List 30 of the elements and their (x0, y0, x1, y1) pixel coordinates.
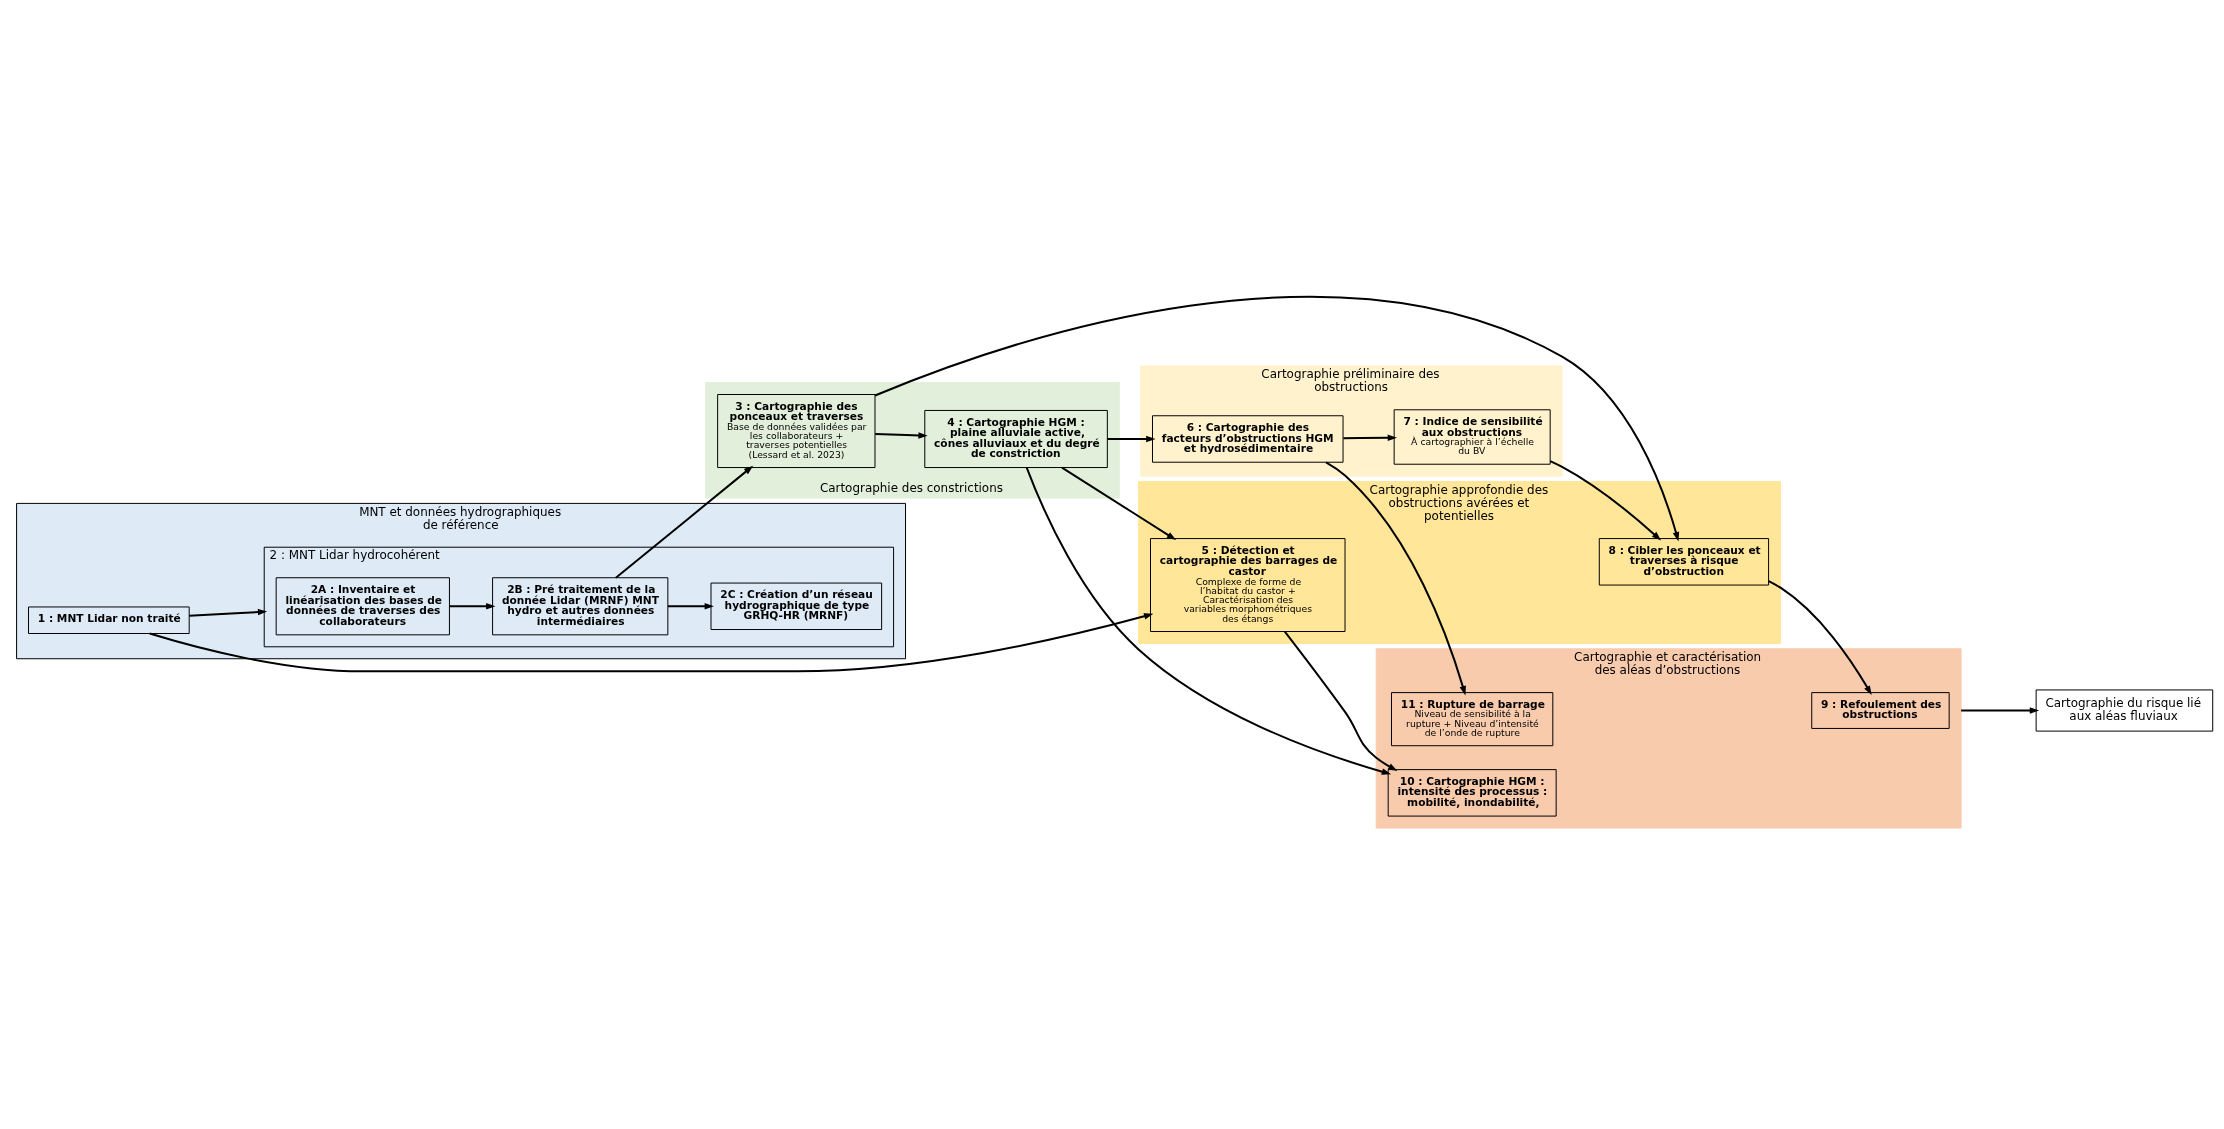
node-box: 7 : Indice de sensibilité aux obstructions À cartographier à l’échelle du BV (1393, 408, 1551, 465)
arrow (448, 602, 496, 610)
arrow (874, 295, 1680, 541)
arrow (1106, 435, 1156, 442)
node-box: 2A : Inventaire et linéarisation des bases de données de traverses des collaborateurs (275, 576, 450, 635)
node-box: 6 : Cartographie des facteurs d’obstructions HGM et hydrosédimentaire (1152, 414, 1344, 463)
node-box: 5 : Détection et cartographie des barrages de castor Complexe de forme de l’habitat du castor + Caractérisation des variables morphométriques des étangs (1150, 537, 1346, 632)
arrow (1342, 434, 1397, 441)
node-box: 3 : Cartographie des ponceaux et traverses Base de données validées par les collaborateurs + traverses potentielles (Lessard et al. 2023) (717, 393, 876, 468)
arrow (1960, 706, 2040, 714)
node-box: 9 : Refoulement des obstructions (1811, 691, 1950, 729)
node-box: 4 : Cartographie HGM : plaine alluviale active, cônes alluviaux et du degré de constriction (924, 409, 1108, 468)
arrow (666, 602, 714, 610)
arrow (1060, 466, 1177, 540)
arrow (874, 431, 928, 439)
node-box: 11 : Rupture de barrage Niveau de sensibilité à la rupture + Niveau d’intensité de l’onde de rupture (1391, 691, 1554, 746)
node-box: Cartographie du risque lié aux aléas fluviaux (2035, 688, 2214, 732)
node-box: 2B : Pré traitement de la donnée Lidar (MRNF) MNT hydro et autres données intermédiaires (492, 576, 669, 635)
arrow (614, 465, 754, 579)
arrow (1549, 459, 1662, 541)
arrow (1767, 579, 1872, 695)
arrow (1283, 630, 1398, 771)
node-box: 10 : Cartographie HGM : intensité des processus : mobilité, inondabilité, (1387, 768, 1557, 817)
node-box: 8 : Cibler les ponceaux et traverses à risque d’obstruction (1598, 537, 1770, 586)
arrow (1025, 466, 1392, 775)
arrow (1325, 460, 1466, 695)
arrow (148, 612, 1154, 672)
arrow (188, 608, 268, 617)
node-box: 2C : Création d’un réseau hydrographique de type GRHQ-HR (MRNF) (710, 582, 883, 630)
node-box: 1 : MNT Lidar non traité (28, 605, 190, 634)
